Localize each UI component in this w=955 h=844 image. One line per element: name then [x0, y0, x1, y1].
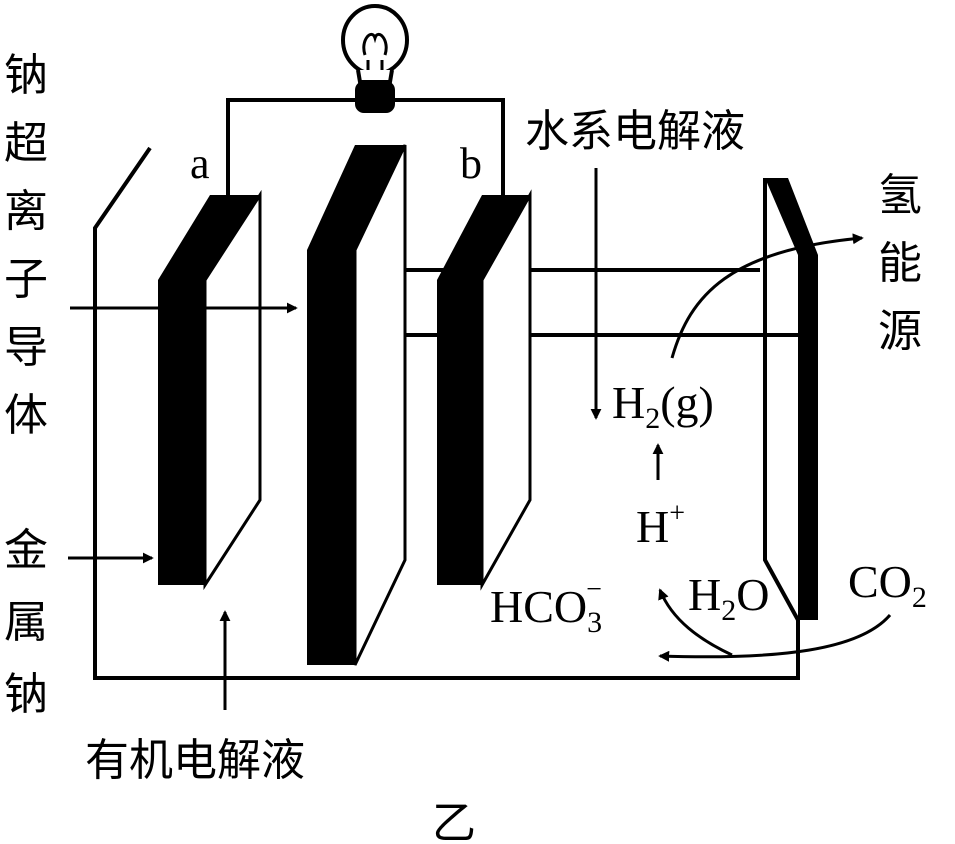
arrow-co2-to-hco3 — [658, 614, 892, 662]
vertical-char: 导 — [4, 322, 48, 373]
label-electrode-a: a — [190, 139, 210, 188]
pointer-arrows — [68, 168, 892, 710]
vertical-char: 超 — [4, 118, 48, 169]
light-bulb-icon — [341, 4, 409, 113]
vertical-char: 属 — [4, 597, 48, 648]
vertical-char: 金 — [4, 525, 48, 576]
species-bicarbonate: HCO3− — [490, 574, 602, 639]
vertical-char: 子 — [4, 254, 48, 305]
arrow-h2o-to-hco3 — [658, 588, 733, 657]
species-h2-gas: H2(g) — [612, 377, 714, 435]
vertical-char: 能 — [878, 238, 922, 289]
electrode-b — [437, 189, 532, 591]
species-co2: CO2 — [848, 556, 927, 614]
circuit-wire — [226, 98, 505, 195]
vertical-char: 源 — [878, 306, 922, 357]
vertical-char: 离 — [4, 186, 48, 237]
vertical-char: 氢 — [878, 170, 922, 221]
separator-membrane — [307, 144, 407, 666]
vertical-char: 钠 — [4, 50, 48, 101]
vertical-char: 钠 — [4, 669, 48, 720]
species-water: H2O — [688, 569, 769, 627]
electrode-a — [158, 189, 262, 591]
label-metal-sodium: 金 属 钠 — [4, 525, 48, 720]
label-aqueous-electrolyte: 水系电解液 — [525, 106, 745, 157]
label-electrode-b: b — [460, 139, 482, 188]
label-hydrogen-energy: 氢 能 源 — [878, 170, 922, 357]
figure-label: 乙 — [432, 798, 476, 844]
vertical-char: 体 — [4, 390, 48, 441]
label-organic-electrolyte: 有机电解液 — [85, 735, 305, 786]
arrow-h2-to-hydrogen-energy — [670, 233, 864, 359]
label-sodium-superionic-conductor: 钠 超 离 子 导 体 — [4, 50, 48, 441]
species-h-plus: H+ — [636, 498, 685, 552]
right-wall — [763, 178, 818, 621]
